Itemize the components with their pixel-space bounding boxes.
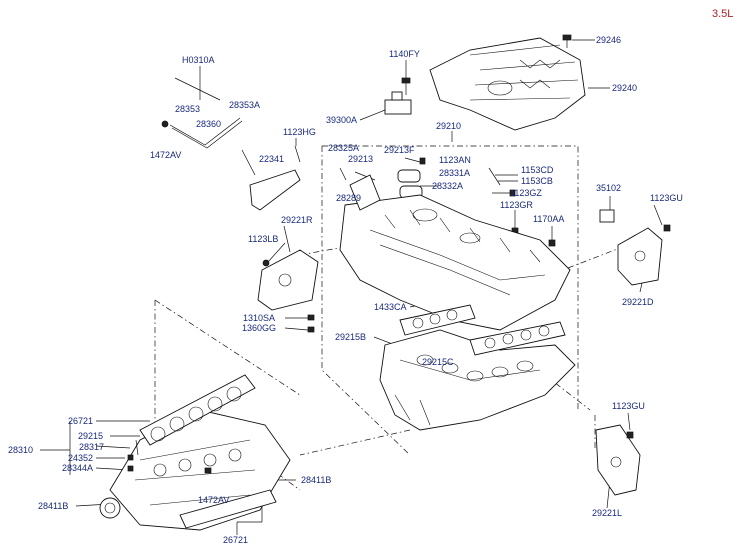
label-29213: 29213 <box>348 154 373 164</box>
label-22341: 22341 <box>259 154 284 164</box>
label-1123an: 1123AN <box>439 155 471 165</box>
bracket-29221r <box>257 249 319 311</box>
label-28344a: 28344A <box>62 463 93 473</box>
label-29246: 29246 <box>596 35 621 45</box>
label-29221r: 29221R <box>281 215 313 225</box>
label-28360: 28360 <box>196 119 221 129</box>
label-24352: 24352 <box>68 453 93 463</box>
label-28331a: 28331A <box>439 168 470 178</box>
sensor-35102 <box>599 209 615 223</box>
sensor-39300a <box>384 91 412 115</box>
part-labels: 3.5L 29246 1140FY 29240 H0310A 28353 283… <box>8 8 733 545</box>
label-28353a: 28353A <box>229 100 260 110</box>
bolt-1140fy <box>401 77 411 95</box>
label-1433ca: 1433CA <box>374 302 407 312</box>
label-28310: 28310 <box>8 445 33 455</box>
label-29221d: 29221D <box>622 297 654 307</box>
engine-cover <box>429 37 586 131</box>
gasket-29215b <box>399 304 476 336</box>
label-29210: 29210 <box>436 121 461 131</box>
label-26721-bottom: 26721 <box>223 535 248 545</box>
gasket-28411b <box>179 489 277 529</box>
label-1123gu-low: 1123GU <box>612 401 645 411</box>
label-1123hg: 1123HG <box>283 127 316 137</box>
label-29215b: 29215B <box>335 332 366 342</box>
bracket-22341 <box>249 169 301 211</box>
label-1310sa: 1310SA <box>243 313 275 323</box>
engine-label: 3.5L <box>712 8 733 20</box>
label-1140fy: 1140FY <box>389 49 420 59</box>
label-1170aa: 1170AA <box>533 214 564 224</box>
label-35102: 35102 <box>596 183 621 193</box>
gaskets-28331a-28332a <box>397 169 423 199</box>
label-1123gr: 1123GR <box>500 200 533 210</box>
label-28325a: 28325A <box>328 143 359 153</box>
label-29215c: 29215C <box>422 357 454 367</box>
upper-intake-manifold <box>339 174 571 331</box>
label-1153cd: 1153CD <box>521 165 554 175</box>
label-1123lb: 1123LB <box>248 234 278 244</box>
label-29215: 29215 <box>78 431 103 441</box>
gasket-29215c <box>469 321 566 356</box>
label-1153cb: 1153CB <box>521 176 553 186</box>
label-28411b-right: 28411B <box>301 475 331 485</box>
bolt-29246 <box>562 34 572 48</box>
label-26721-top: 26721 <box>68 416 93 426</box>
label-28289: 28289 <box>336 193 361 203</box>
label-28317: 28317 <box>79 442 104 452</box>
label-h0310a: H0310A <box>182 55 215 65</box>
hoses <box>161 77 243 149</box>
label-1472av-top: 1472AV <box>150 150 181 160</box>
label-39300a: 39300A <box>326 115 357 125</box>
bolt-1123gu-right <box>663 224 671 232</box>
label-28411b-left: 28411B <box>38 501 68 511</box>
label-29213f: 29213F <box>384 145 415 155</box>
label-1123gu-right: 1123GU <box>650 193 683 203</box>
label-1472av-low: 1472AV <box>198 495 229 505</box>
label-1123gz: 1123GZ <box>510 188 542 198</box>
label-29221l: 29221L <box>592 508 622 518</box>
label-28353: 28353 <box>175 104 200 114</box>
small-bolts <box>294 145 556 333</box>
bracket-29221l <box>595 424 641 496</box>
lower-left-bolts <box>127 439 212 474</box>
label-28332a: 28332A <box>432 181 463 191</box>
bracket-29221d <box>617 227 663 286</box>
label-1360gg: 1360GG <box>242 323 276 333</box>
gasket-29215 <box>139 374 256 446</box>
label-29240: 29240 <box>612 83 637 93</box>
